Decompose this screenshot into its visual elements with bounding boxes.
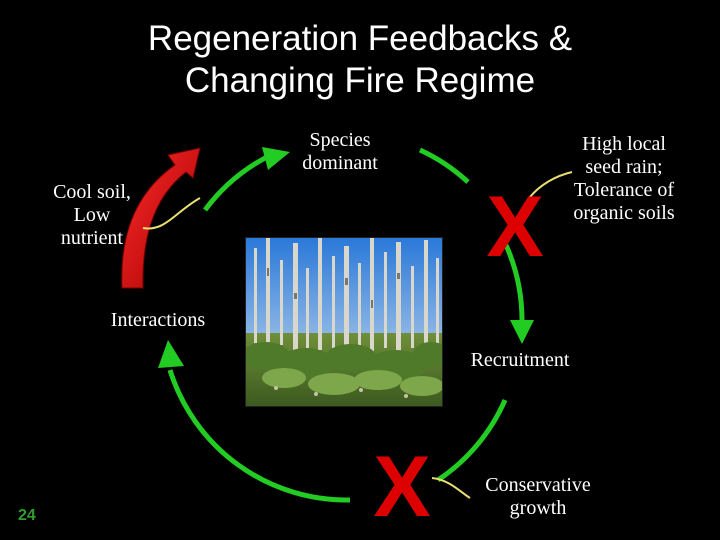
high-local-line-2: seed rain; — [585, 156, 663, 178]
connector-high-local — [529, 171, 573, 198]
cycle-arc-right-top — [418, 147, 470, 184]
conservative-line-2: growth — [509, 497, 567, 519]
cool-soil-line-3: nutrient — [60, 227, 124, 249]
label-interactions: Interactions — [110, 309, 206, 331]
connector-conservative — [431, 477, 471, 499]
conservative-line-1: Conservative — [485, 474, 591, 496]
label-species-dominant: Species dominant — [290, 129, 390, 175]
feedback-arrow — [121, 147, 201, 289]
high-local-line-3: Tolerance of — [573, 179, 675, 201]
label-cool-soil: Cool soil, Low nutrient — [32, 181, 152, 250]
cool-soil-line-2: Low — [73, 204, 111, 226]
cycle-arc-bottom-left — [167, 369, 351, 503]
page-number: 24 — [18, 507, 36, 524]
x-mark-top: X — [486, 179, 543, 275]
slide-title: Regeneration Feedbacks & Changing Fire R… — [0, 18, 720, 102]
title-line-1: Regeneration Feedbacks & — [147, 19, 573, 58]
label-recruitment: Recruitment — [470, 349, 570, 371]
cycle-arrowhead-right — [510, 320, 534, 344]
label-conservative-growth: Conservative growth — [466, 474, 610, 520]
forest-photo-icon — [246, 238, 442, 406]
cool-soil-line-1: Cool soil, — [53, 181, 131, 203]
species-line-1: Species — [309, 129, 371, 151]
cycle-arc-right — [503, 243, 525, 321]
cycle-arrowhead-top — [262, 147, 290, 170]
connector-cool-soil — [142, 197, 201, 230]
forest-photo — [245, 237, 443, 407]
x-mark-bottom: X — [373, 439, 430, 535]
title-line-2: Changing Fire Regime — [184, 61, 536, 100]
species-line-2: dominant — [302, 152, 378, 174]
high-local-line-1: High local — [582, 133, 666, 155]
cycle-arc-top — [202, 150, 277, 212]
cycle-arrowhead-left — [158, 340, 184, 368]
cycle-arc-bottom-right — [436, 398, 508, 483]
high-local-line-4: organic soils — [573, 202, 675, 224]
label-high-local: High local seed rain; Tolerance of organ… — [554, 133, 694, 225]
